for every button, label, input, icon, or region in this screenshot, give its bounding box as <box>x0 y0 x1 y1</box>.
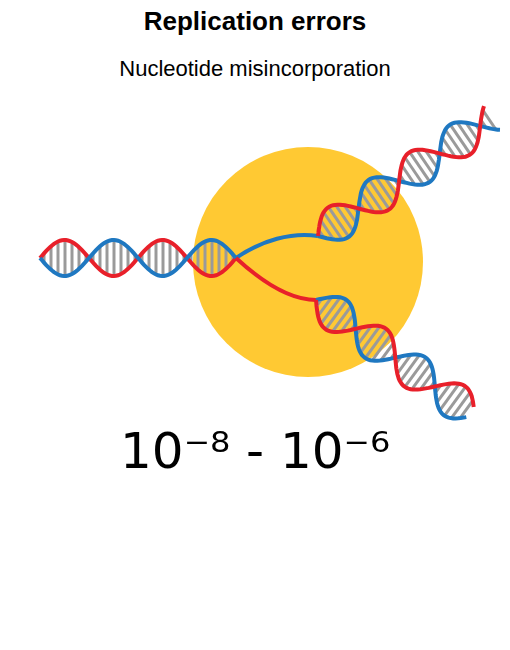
base-pair <box>412 364 431 390</box>
base-pair <box>457 122 475 148</box>
base-pair <box>405 157 423 184</box>
template-strand <box>236 235 318 258</box>
base-pair <box>445 130 463 157</box>
base-pair <box>336 205 354 231</box>
base-pair <box>460 401 473 418</box>
base-pair <box>361 326 380 353</box>
error-rate-label: 10⁻⁸ - 10⁻⁶ <box>0 422 510 480</box>
base-pair <box>71 242 74 274</box>
base-pair <box>162 240 165 276</box>
base-pair <box>332 306 351 332</box>
dna-strand <box>40 240 236 276</box>
base-pair <box>106 242 109 275</box>
base-pair <box>218 242 221 274</box>
base-pair <box>364 185 382 212</box>
base-pair <box>169 242 172 274</box>
dna-strand <box>318 122 500 240</box>
dna-strand <box>316 300 474 407</box>
polymerase-circle <box>193 147 423 377</box>
base-pair <box>451 392 470 418</box>
base-pair <box>417 150 435 176</box>
subtitle-label: Nucleotide misincorporation <box>0 56 510 82</box>
base-pair <box>120 242 123 274</box>
base-pair <box>321 297 340 324</box>
base-pair <box>57 242 60 275</box>
dna-strand <box>316 297 466 419</box>
base-pair <box>155 242 158 275</box>
base-pair <box>372 335 391 361</box>
base-pair <box>376 177 394 203</box>
base-pair <box>211 240 214 276</box>
base-pair <box>324 212 342 239</box>
base-pair <box>440 384 459 411</box>
dna-helices <box>40 106 500 418</box>
base-pair <box>204 242 207 275</box>
base-pair <box>64 240 67 276</box>
template-strand <box>236 258 316 300</box>
base-pair <box>400 355 419 382</box>
diagram-title: Replication errors <box>0 6 510 37</box>
dna-strand <box>40 240 236 276</box>
dna-strand <box>318 106 484 236</box>
base-pair <box>113 240 116 276</box>
